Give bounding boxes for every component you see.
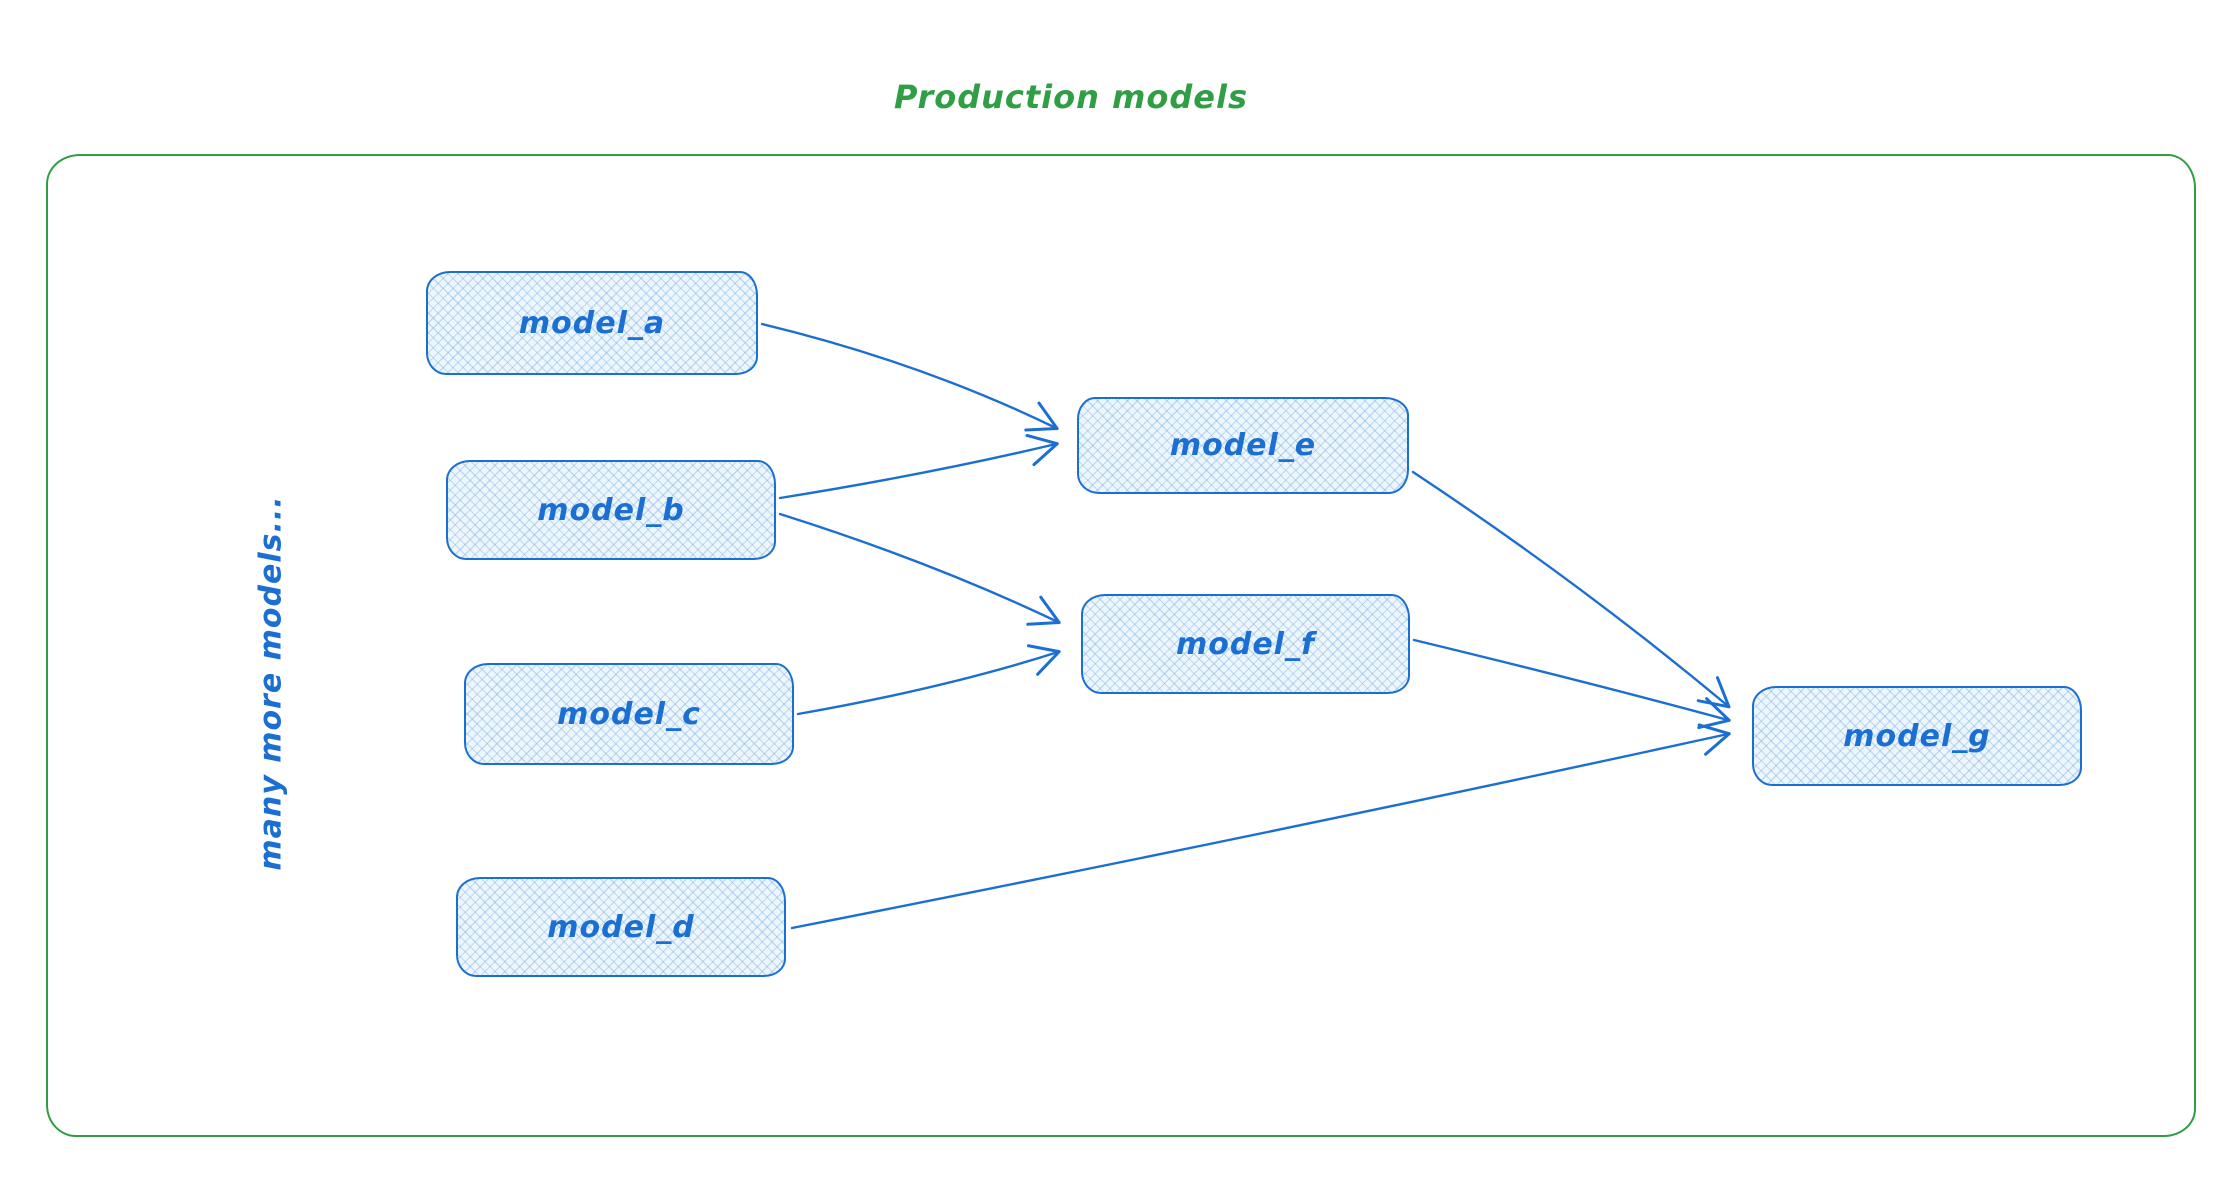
node-model_a-label: model_a xyxy=(518,305,666,341)
node-model_c-label: model_c xyxy=(557,696,701,732)
node-model_d: model_d xyxy=(456,877,786,977)
node-model_c: model_c xyxy=(464,663,794,765)
node-model_a: model_a xyxy=(426,271,758,375)
node-model_f: model_f xyxy=(1081,594,1410,694)
many-more-models-label: many more models... xyxy=(253,495,289,871)
node-model_g-label: model_g xyxy=(1843,718,1991,754)
diagram-title: Production models xyxy=(893,78,1249,116)
node-model_e-label: model_e xyxy=(1169,428,1317,463)
node-model_f-label: model_f xyxy=(1175,626,1316,662)
production-models-frame xyxy=(46,154,2196,1137)
node-model_b-label: model_b xyxy=(537,492,685,528)
node-model_d-label: model_d xyxy=(547,909,695,945)
node-model_b: model_b xyxy=(446,460,776,560)
node-model_e: model_e xyxy=(1077,397,1409,494)
node-model_g: model_g xyxy=(1752,686,2082,786)
